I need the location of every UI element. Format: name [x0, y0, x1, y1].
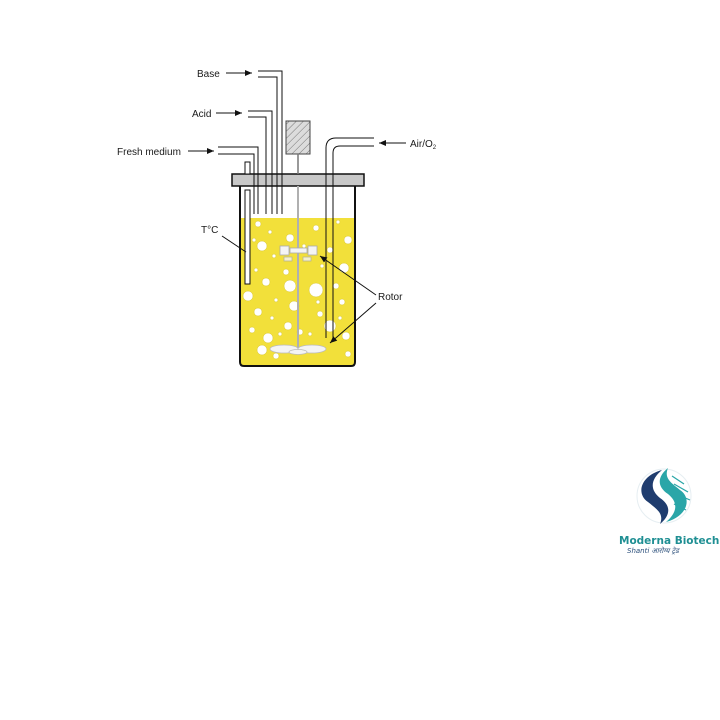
fresh-medium-pipe	[218, 146, 259, 214]
air-bubble	[285, 233, 295, 243]
air-bubble	[283, 321, 293, 331]
air-bubble	[341, 331, 351, 341]
air-bubble	[253, 307, 263, 317]
logo-tagline: Shanti आरोग्य ट्रेड	[627, 546, 680, 555]
base-label: Base	[197, 69, 220, 80]
temperature-pointer	[221, 235, 247, 253]
rotor-pointer-lower	[329, 302, 377, 344]
air-bubble	[261, 277, 271, 287]
air-bubble	[312, 224, 320, 232]
vessel-lid	[231, 173, 365, 187]
air-bubble	[338, 298, 346, 306]
acid-pipe-inner	[248, 116, 267, 214]
temperature-probe-top	[244, 161, 251, 175]
air-o2-label-subscript: 2	[433, 145, 437, 151]
air-bubble	[337, 315, 343, 321]
air-bubble	[254, 220, 262, 228]
air-bubble	[248, 326, 256, 334]
air-o2-pipe	[325, 137, 374, 338]
base-pipe-inner	[258, 76, 278, 214]
moderna-biotech-logo: Moderna Biotech Shanti आरोग्य ट्रेड	[619, 468, 719, 555]
air-bubble	[251, 237, 257, 243]
air-bubble	[308, 282, 324, 298]
air-o2-pipe-inner	[332, 145, 374, 338]
fresh-medium-label: Fresh medium	[117, 147, 181, 158]
air-bubble	[326, 246, 334, 254]
air-bubble	[242, 290, 254, 302]
vessel-wall	[239, 186, 356, 367]
air-bubble	[316, 310, 324, 318]
logo-helix-navy	[641, 470, 669, 524]
air-bubble	[269, 315, 275, 321]
air-bubble	[283, 279, 297, 293]
air-bubble	[272, 352, 280, 360]
stirrer-motor	[285, 120, 311, 155]
temperature-probe	[244, 189, 251, 285]
logo-name: Moderna Biotech	[619, 535, 719, 547]
air-bubble	[277, 331, 283, 337]
temperature-label: T°C	[201, 225, 218, 236]
fresh-medium-pipe-inner	[218, 153, 255, 214]
acid-label: Acid	[192, 109, 211, 120]
rotor-pointer-upper	[319, 255, 377, 296]
air-bubble	[338, 262, 350, 274]
air-bubble	[319, 263, 325, 269]
air-bubble	[267, 229, 273, 235]
logo-helix-rungs	[671, 475, 691, 511]
air-bubble	[335, 219, 341, 225]
air-bubble	[315, 299, 321, 305]
air-bubbles	[242, 219, 353, 360]
air-bubble	[262, 332, 274, 344]
air-bubble	[256, 344, 268, 356]
lower-impeller	[269, 344, 327, 355]
air-bubble	[282, 268, 290, 276]
acid-pipe	[248, 110, 273, 214]
air-bubble	[344, 350, 352, 358]
air-bubble	[253, 267, 259, 273]
air-bubble	[271, 253, 277, 259]
air-bubble	[343, 235, 353, 245]
air-bubble	[256, 240, 268, 252]
air-bubble	[307, 331, 313, 337]
logo-ring	[636, 468, 692, 524]
upper-impeller	[279, 245, 318, 262]
air-bubble	[301, 243, 307, 249]
air-o2-label-main: Air/O	[410, 139, 433, 150]
air-bubble	[332, 282, 340, 290]
base-pipe	[258, 70, 283, 214]
air-bubble	[273, 297, 279, 303]
rotor-label: Rotor	[378, 292, 403, 303]
air-o2-label: Air/O2	[410, 139, 437, 151]
logo-helix-teal	[659, 468, 687, 522]
